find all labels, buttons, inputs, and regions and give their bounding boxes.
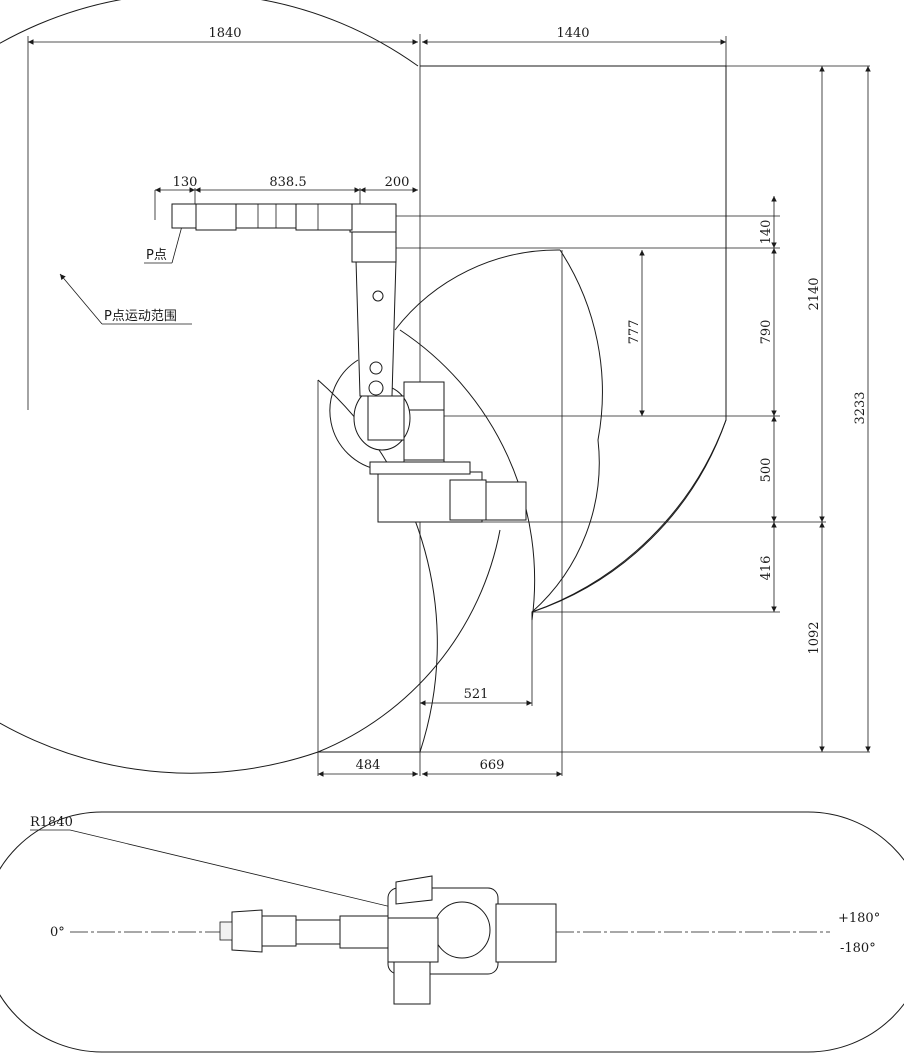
dim-1092: 1092 [807,621,822,654]
dim-140: 140 [759,220,774,245]
dim-416: 416 [759,556,774,581]
inner-arc-small [394,249,561,331]
robot-base-side [449,479,487,521]
top-motor-cap [395,875,433,905]
top-lower-motor [393,961,431,1005]
top-shoulder [387,917,439,963]
robot-base-box [485,481,527,521]
dim-521: 521 [464,687,489,702]
angle-zero-label: 0° [50,925,65,940]
robot-side [171,203,527,523]
top-forearm [295,919,341,945]
side-view: 1840 1440 130 838.5 200 140 790 777 500 … [0,0,871,777]
lower-arm-bolt [369,361,383,375]
top-envelope [0,811,904,1053]
radius-label: R1840 [30,815,73,830]
forearm-front [295,203,353,231]
top-base-box [495,903,557,963]
elbow-housing [351,227,397,263]
dim-838: 838.5 [269,175,306,190]
robot-top [219,875,557,1005]
top-wrist [261,915,297,947]
dim-484: 484 [356,758,381,773]
dim-669: 669 [480,758,505,773]
forearm-wrist [195,203,237,231]
forearm-mid [235,203,297,229]
elbow-top [349,203,397,233]
p-range-leader [59,273,103,325]
dim-500: 500 [759,458,774,483]
dim-1440: 1440 [556,26,589,41]
top-turret [433,901,491,959]
dim-2140: 2140 [807,277,822,310]
dim-790: 790 [759,320,774,345]
dim-130: 130 [173,175,198,190]
top-view: R1840 0° +180° -180° [0,811,904,1053]
p-range-label: P点运动范围 [104,309,177,324]
angle-neg-label: -180° [840,941,876,956]
inner-arc-left [329,359,381,471]
radius-leader [69,829,405,911]
top-elbow [339,915,389,949]
p-point-label: P点 [146,248,167,263]
j2-motor-body [403,409,445,461]
end-effector [171,203,197,229]
top-tool [219,921,233,941]
dim-200: 200 [385,175,410,190]
inner-arc-bottom [317,529,501,753]
inner-arc-mid [531,249,603,613]
dim-777: 777 [627,320,642,345]
inner-arc-large [531,419,727,613]
shoulder-housing [367,395,405,441]
lower-arm-hole [372,290,384,302]
robot-base-flange [369,461,471,475]
p-point-leader [171,225,183,264]
dim-1840: 1840 [208,26,241,41]
top-end-effector [231,909,263,953]
lower-arm [355,259,397,397]
lower-arm-joint [368,380,384,396]
dim-3233: 3233 [853,391,868,424]
angle-pos-label: +180° [838,911,880,926]
